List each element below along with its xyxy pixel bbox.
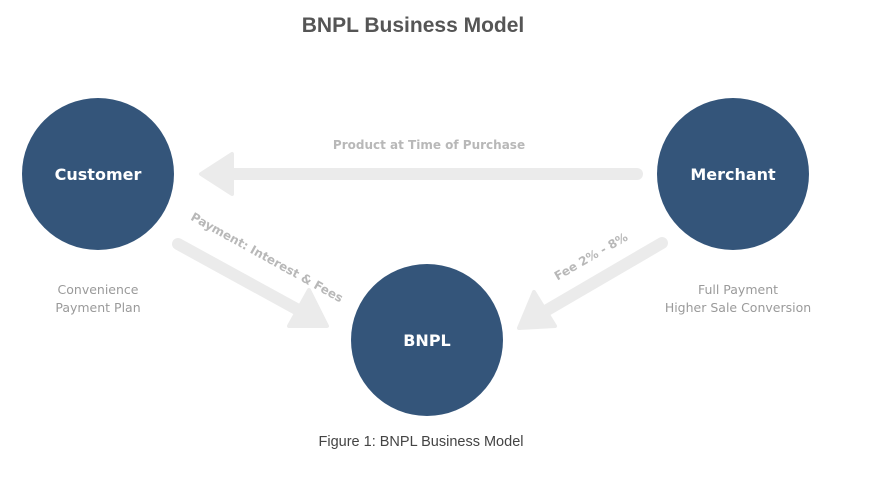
node-merchant: Merchant <box>657 98 809 250</box>
customer-note-line: Convenience <box>57 282 139 297</box>
customer-note-line: Payment Plan <box>55 300 141 315</box>
node-merchant-label: Merchant <box>690 165 776 184</box>
node-bnpl-label: BNPL <box>403 331 451 350</box>
node-customer-label: Customer <box>55 165 142 184</box>
node-bnpl: BNPL <box>351 264 503 416</box>
node-customer: Customer <box>22 98 174 250</box>
arrow-merchant-to-bnpl <box>517 237 668 330</box>
merchant-note-line: Higher Sale Conversion <box>664 300 812 315</box>
merchant-note-line: Full Payment <box>697 282 779 297</box>
customer-note: Convenience Payment Plan <box>20 281 176 317</box>
arrow-customer-to-bnpl <box>172 238 329 328</box>
figure-caption: Figure 1: BNPL Business Model <box>318 434 524 450</box>
node-customer-circle <box>22 98 174 250</box>
page-title: BNPL Business Model <box>301 14 525 37</box>
node-merchant-circle <box>657 98 809 250</box>
edge-label-product: Product at Time of Purchase <box>333 138 525 152</box>
merchant-note: Full Payment Higher Sale Conversion <box>640 281 836 317</box>
node-bnpl-circle <box>351 264 503 416</box>
arrow-merchant-to-customer <box>199 152 643 196</box>
